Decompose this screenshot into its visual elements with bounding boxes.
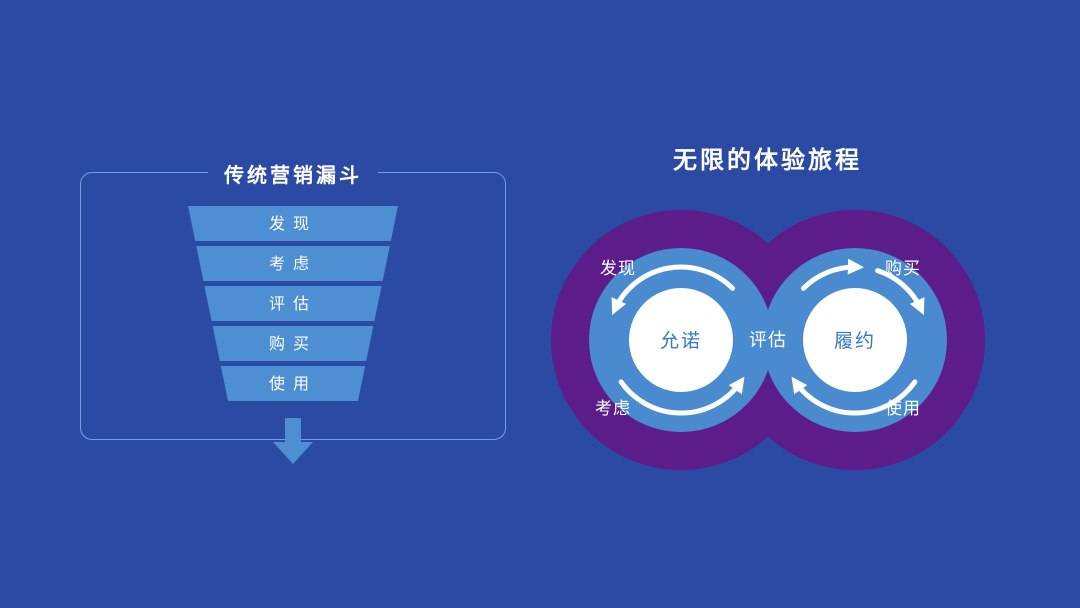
- funnel-title: 传统营销漏斗: [208, 159, 378, 188]
- funnel-stage-shape: [220, 366, 366, 401]
- funnel-stage-row: 评估: [204, 286, 382, 321]
- funnel-diagram: 发现 考虑 评估 购买 使用: [188, 206, 398, 464]
- right-loop-top-arrow-icon: [800, 258, 864, 291]
- journey-diagram: 允诺 履约 评估 发现 购买 考虑 使用: [551, 210, 985, 470]
- funnel-stage-label: 发现: [269, 215, 317, 233]
- left-core-label: 允诺: [660, 330, 702, 352]
- funnel-stage-label: 使用: [269, 375, 317, 393]
- funnel-stage-shape: [212, 326, 374, 361]
- right-core-label: 履约: [834, 330, 876, 352]
- funnel-stage-shape: [204, 286, 382, 321]
- funnel-stage-label: 考虑: [269, 255, 317, 273]
- funnel-stage-row: 购买: [212, 326, 374, 361]
- journey-label-top-left: 发现: [600, 259, 636, 278]
- funnel-down-arrow-icon: [273, 418, 313, 464]
- funnel-stage-shape: [196, 246, 390, 281]
- right-loop-top-second-arrow-icon: [875, 268, 925, 316]
- funnel-stage-label: 购买: [269, 335, 317, 353]
- funnel-stage-row: 考虑: [196, 246, 390, 281]
- right-core-circle: [803, 288, 907, 392]
- funnel-stage-label: 评估: [269, 295, 317, 313]
- journey-label-top-right: 购买: [885, 259, 921, 278]
- funnel-stage-row: 使用: [220, 366, 366, 401]
- funnel-stage-row: 发现: [188, 206, 398, 241]
- funnel-stage-shape: [188, 206, 398, 241]
- journey-center-label: 评估: [749, 330, 787, 350]
- funnel-panel: 传统营销漏斗 发现 考虑 评估 购买 使用: [80, 159, 506, 464]
- journey-label-bottom-left: 考虑: [595, 399, 631, 418]
- left-core-circle: [629, 288, 733, 392]
- journey-label-bottom-right: 使用: [885, 398, 921, 418]
- left-loop-top-arrow-icon: [611, 264, 736, 315]
- left-loop-bottom-arrow-icon: [618, 376, 745, 416]
- journey-title: 无限的体验旅程: [673, 147, 862, 174]
- right-loop-bottom-arrow-icon: [791, 376, 918, 416]
